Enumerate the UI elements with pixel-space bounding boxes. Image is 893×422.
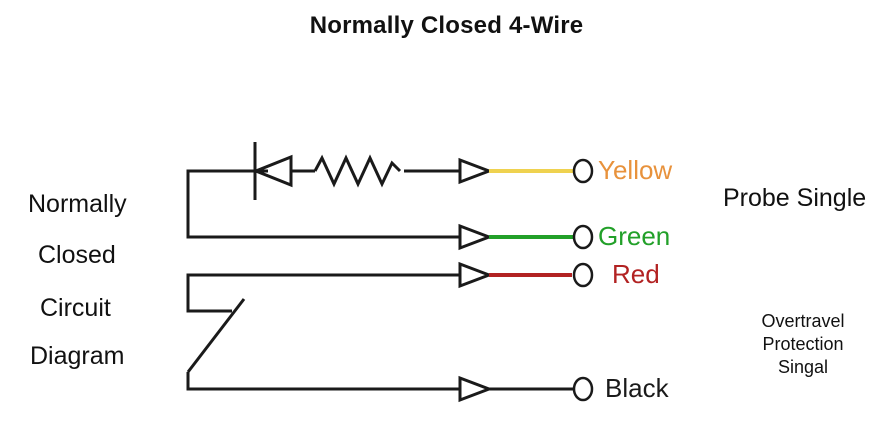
diode-icon [251, 142, 296, 200]
arrowhead-yellow [458, 157, 494, 185]
arrowhead-red [458, 261, 494, 289]
bracket-red-switch [186, 273, 468, 313]
right-label-singal: Singal [777, 357, 829, 378]
wire-label-green: Green [598, 221, 671, 251]
resistor-icon [313, 154, 402, 188]
switch-icon [186, 298, 246, 373]
right-label-overtravel-block: Overtravel Protection Singal [723, 310, 883, 379]
page-title: Normally Closed 4-Wire [309, 12, 584, 39]
terminal-black [572, 376, 594, 402]
wire-label-yellow: Yellow [598, 155, 673, 185]
terminal-yellow [572, 158, 594, 184]
wire-segment-black [186, 372, 468, 391]
right-label-protection: Protection [762, 334, 844, 355]
left-label-normally: Normally [28, 190, 127, 218]
terminal-green [572, 224, 594, 250]
wire-label-black: Black [605, 373, 669, 403]
arrowhead-black [458, 375, 494, 403]
terminal-red [572, 262, 594, 288]
bracket-yellow-green [186, 169, 268, 239]
right-label-probe-single: Probe Single [723, 184, 867, 212]
right-label-overtravel: Overtravel [761, 311, 845, 331]
left-label-circuit: Circuit [40, 294, 111, 322]
wire-label-red: Red [612, 259, 660, 289]
left-label-closed: Closed [38, 241, 116, 269]
left-label-diagram: Diagram [30, 342, 125, 370]
arrowhead-green [458, 223, 494, 251]
